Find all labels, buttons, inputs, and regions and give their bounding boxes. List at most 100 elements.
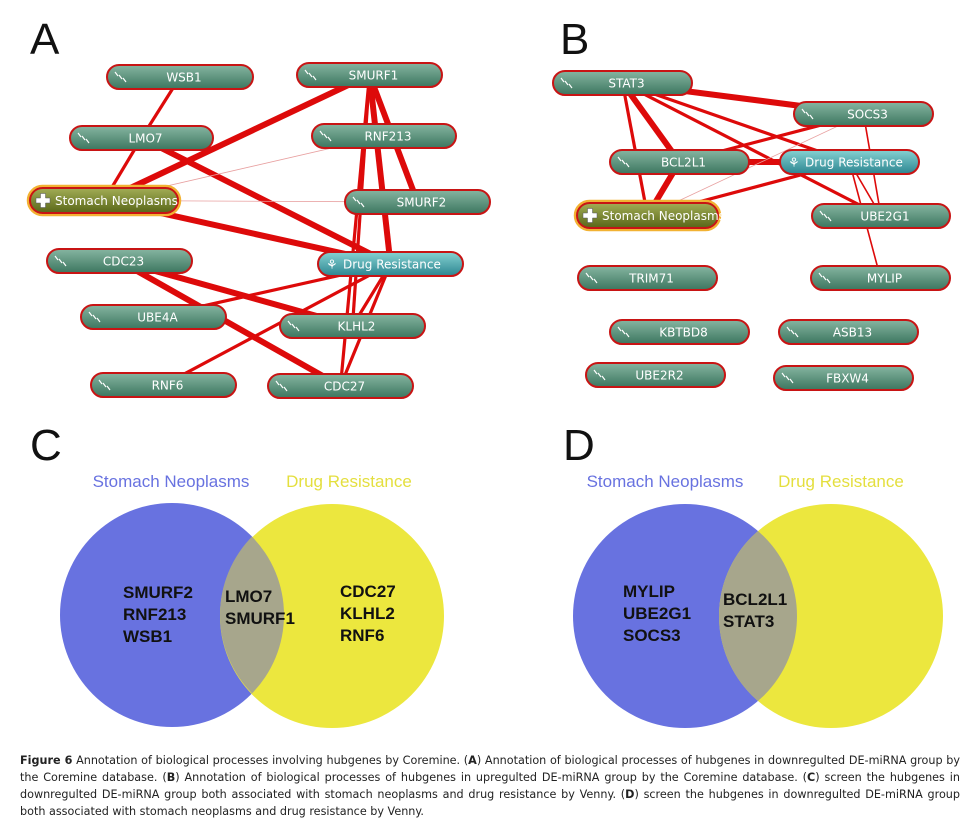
venn-d-right-circle	[719, 504, 943, 728]
venn-c-left-gene: RNF213	[123, 605, 186, 624]
venn-c-right-title: Drug Resistance	[286, 472, 412, 491]
node-smurf1[interactable]: SMURF1	[296, 62, 443, 88]
gene-icon	[786, 326, 799, 338]
venn-d: Stomach Neoplasms Drug Resistance MYLIP …	[573, 472, 943, 728]
node-label: Stomach Neoplasms	[55, 194, 178, 208]
node-pill	[317, 251, 464, 277]
gene-icon	[287, 320, 300, 332]
gene-icon	[818, 272, 831, 284]
node-label: CDC23	[103, 255, 144, 269]
caption-text-c: ) screen the hubgenes in downregulted DE…	[20, 771, 960, 801]
node-ube2r2[interactable]: UBE2R2	[585, 362, 726, 388]
venn-d-left-gene: UBE2G1	[623, 604, 691, 623]
node-bcl2l1[interactable]: BCL2L1	[609, 149, 750, 175]
tree-icon: ⚘	[788, 156, 800, 171]
svg-text:⚘: ⚘	[788, 156, 800, 171]
venn-d-intersection-gene: STAT3	[723, 612, 774, 631]
gene-icon	[617, 326, 630, 338]
node-pill	[609, 149, 750, 175]
caption-ref-c: C	[807, 771, 816, 784]
node-pill	[585, 362, 726, 388]
node-wsb1[interactable]: WSB1	[106, 64, 254, 90]
tree-icon: ⚘	[326, 258, 338, 273]
venn-c-intersection-gene: LMO7	[225, 587, 272, 606]
caption-ref-b: B	[166, 771, 176, 784]
edge-cdc23-cdc27	[118, 258, 342, 389]
node-smurf2[interactable]: SMURF2	[344, 189, 491, 215]
node-lmo7[interactable]: LMO7	[69, 125, 214, 151]
edge-rnf6-drugresistance	[162, 262, 392, 387]
node-fbxw4[interactable]: FBXW4	[773, 365, 914, 391]
node-label: CDC27	[324, 380, 365, 394]
venn-d-overlap-region	[719, 504, 797, 728]
venn-c-left-title: Stomach Neoplasms	[93, 472, 250, 491]
node-stat3[interactable]: STAT3	[552, 70, 693, 96]
node-label: SMURF1	[349, 69, 399, 83]
node-asb13[interactable]: ASB13	[778, 319, 919, 345]
venn-d-left-circle	[573, 504, 797, 728]
gene-icon	[275, 380, 288, 392]
node-kbtbd8[interactable]: KBTBD8	[609, 319, 750, 345]
node-stomachneoplasms[interactable]: Stomach Neoplasms	[26, 184, 182, 217]
node-ube2g1[interactable]: UBE2G1	[811, 203, 951, 229]
node-pill	[267, 373, 414, 399]
node-label: RNF6	[152, 379, 184, 393]
plus-cross-icon	[35, 193, 51, 208]
node-stomachneoplasms[interactable]: Stomach Neoplasms	[573, 199, 725, 232]
node-label: KBTBD8	[659, 326, 708, 340]
node-socs3[interactable]: SOCS3	[793, 101, 934, 127]
node-pill	[609, 319, 750, 345]
panel-letter-b: B	[560, 15, 590, 64]
node-highlight-border	[26, 184, 182, 217]
node-rnf6[interactable]: RNF6	[90, 372, 237, 398]
gene-icon	[88, 311, 101, 323]
node-pill	[552, 70, 693, 96]
node-label: Stomach Neoplasms	[602, 209, 725, 223]
gene-icon	[801, 108, 814, 120]
node-drugresistance[interactable]: ⚘Drug Resistance	[779, 149, 920, 175]
caption-text-d: ) screen the hubgenes in downregulted DE…	[20, 788, 960, 818]
node-rnf213[interactable]: RNF213	[311, 123, 457, 149]
edge-stat3-bcl2l1	[620, 81, 682, 164]
panel-letter-d: D	[563, 421, 595, 470]
node-cdc23[interactable]: CDC23	[46, 248, 193, 274]
panel-letter-c: C	[30, 421, 62, 470]
svg-text:⚘: ⚘	[326, 258, 338, 273]
node-label: Drug Resistance	[343, 258, 441, 272]
node-trim71[interactable]: TRIM71	[577, 265, 718, 291]
gene-icon	[319, 130, 332, 142]
venn-c-right-gene: RNF6	[340, 626, 384, 645]
gene-icon	[54, 255, 67, 267]
node-highlight-border	[573, 199, 722, 232]
node-label: STAT3	[608, 77, 644, 91]
node-pill	[279, 313, 426, 339]
venn-c-left-gene: WSB1	[123, 627, 172, 646]
node-pill	[793, 101, 934, 127]
node-label: MYLIP	[867, 272, 902, 286]
node-mylip[interactable]: MYLIP	[810, 265, 951, 291]
node-ube4a[interactable]: UBE4A	[80, 304, 227, 330]
node-drugresistance[interactable]: ⚘ Drug Resistance	[317, 251, 464, 277]
gene-icon	[77, 132, 90, 144]
gene-icon	[593, 369, 606, 381]
node-label: BCL2L1	[661, 156, 706, 170]
node-pill	[311, 123, 457, 149]
caption-ref-a: A	[468, 754, 477, 767]
node-pill	[29, 187, 179, 214]
venn-c-right-gene: KLHL2	[340, 604, 395, 623]
panel-a-edges	[102, 72, 421, 389]
caption-label: Figure 6	[20, 754, 73, 767]
figure-caption: Figure 6 Annotation of biological proces…	[20, 752, 960, 820]
venn-d-right-title: Drug Resistance	[778, 472, 904, 491]
node-cdc27[interactable]: CDC27	[267, 373, 414, 399]
node-pill	[344, 189, 491, 215]
node-label: ASB13	[833, 326, 872, 340]
gene-icon	[304, 69, 317, 81]
node-pill	[778, 319, 919, 345]
node-pill	[577, 265, 718, 291]
gene-icon	[781, 372, 794, 384]
node-label: SMURF2	[397, 196, 447, 210]
node-klhl2[interactable]: KLHL2	[279, 313, 426, 339]
node-label: UBE2R2	[635, 369, 683, 383]
venn-d-intersection-gene: BCL2L1	[723, 590, 787, 609]
